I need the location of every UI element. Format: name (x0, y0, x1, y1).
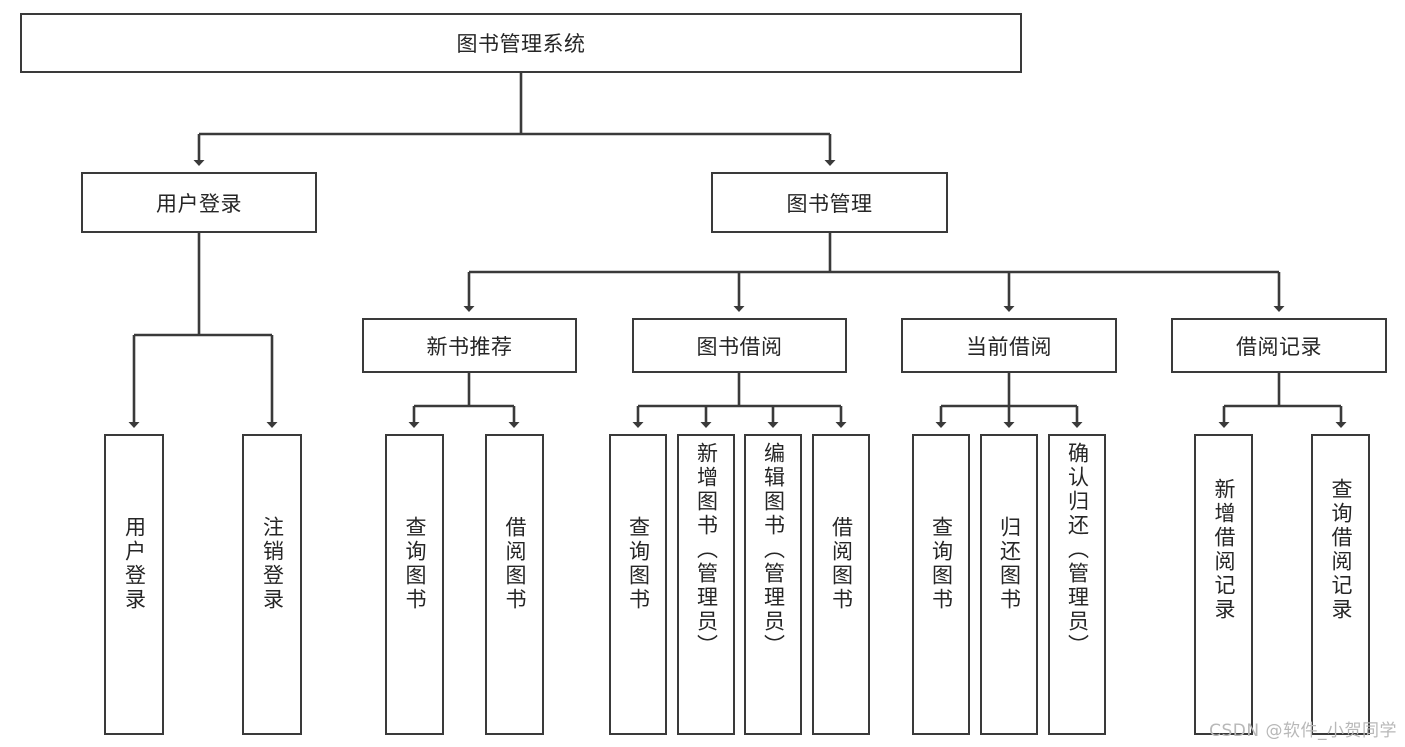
node-book-borrowing[interactable]: 图书借阅 (632, 318, 847, 373)
node-label: 查询借阅记录 (1329, 478, 1353, 622)
node-label: 借阅记录 (1236, 334, 1322, 359)
node-label: 新书推荐 (426, 334, 513, 359)
node-label: 当前借阅 (966, 334, 1052, 359)
node-label: 借阅图书 (829, 516, 854, 612)
leaf-query-borrow-record[interactable]: 查询借阅记录 (1311, 434, 1370, 735)
leaf-user-login[interactable]: 用户登录 (104, 434, 164, 735)
node-label: 查询图书 (403, 516, 427, 612)
node-root-book-management-system[interactable]: 图书管理系统 (20, 13, 1022, 73)
node-borrowing-record[interactable]: 借阅记录 (1171, 318, 1387, 373)
node-label: 注销登录 (260, 516, 285, 612)
node-label: 用户登录 (156, 191, 242, 216)
csdn-watermark: CSDN @软件_小贺同学 (1209, 721, 1397, 741)
node-label: 新增图书（管理员） (694, 442, 719, 658)
leaf-query-book-new[interactable]: 查询图书 (385, 434, 444, 735)
leaf-add-book-admin[interactable]: 新增图书（管理员） (677, 434, 735, 735)
leaf-logout[interactable]: 注销登录 (242, 434, 302, 735)
node-current-borrowing[interactable]: 当前借阅 (901, 318, 1117, 373)
node-user-login[interactable]: 用户登录 (81, 172, 317, 233)
node-label: 图书管理 (786, 191, 873, 216)
leaf-confirm-return-admin[interactable]: 确认归还（管理员） (1048, 434, 1106, 735)
leaf-query-book-current[interactable]: 查询图书 (912, 434, 970, 735)
node-label: 新增借阅记录 (1212, 478, 1236, 622)
leaf-add-borrow-record[interactable]: 新增借阅记录 (1194, 434, 1253, 735)
node-label: 查询图书 (929, 516, 954, 612)
leaf-edit-book-admin[interactable]: 编辑图书（管理员） (744, 434, 802, 735)
node-label: 图书借阅 (696, 334, 783, 359)
node-label: 图书管理系统 (456, 32, 586, 56)
node-label: 用户登录 (122, 516, 147, 612)
leaf-query-book-borrow[interactable]: 查询图书 (609, 434, 667, 735)
node-label: 借阅图书 (503, 516, 527, 612)
node-book-management[interactable]: 图书管理 (711, 172, 948, 233)
node-new-book-recommendation[interactable]: 新书推荐 (362, 318, 577, 373)
leaf-borrow-book-new[interactable]: 借阅图书 (485, 434, 544, 735)
leaf-borrow-book[interactable]: 借阅图书 (812, 434, 870, 735)
leaf-return-book[interactable]: 归还图书 (980, 434, 1038, 735)
node-label: 确认归还（管理员） (1065, 442, 1090, 658)
node-label: 归还图书 (997, 516, 1022, 612)
node-label: 查询图书 (626, 516, 651, 612)
node-label: 编辑图书（管理员） (761, 442, 786, 658)
